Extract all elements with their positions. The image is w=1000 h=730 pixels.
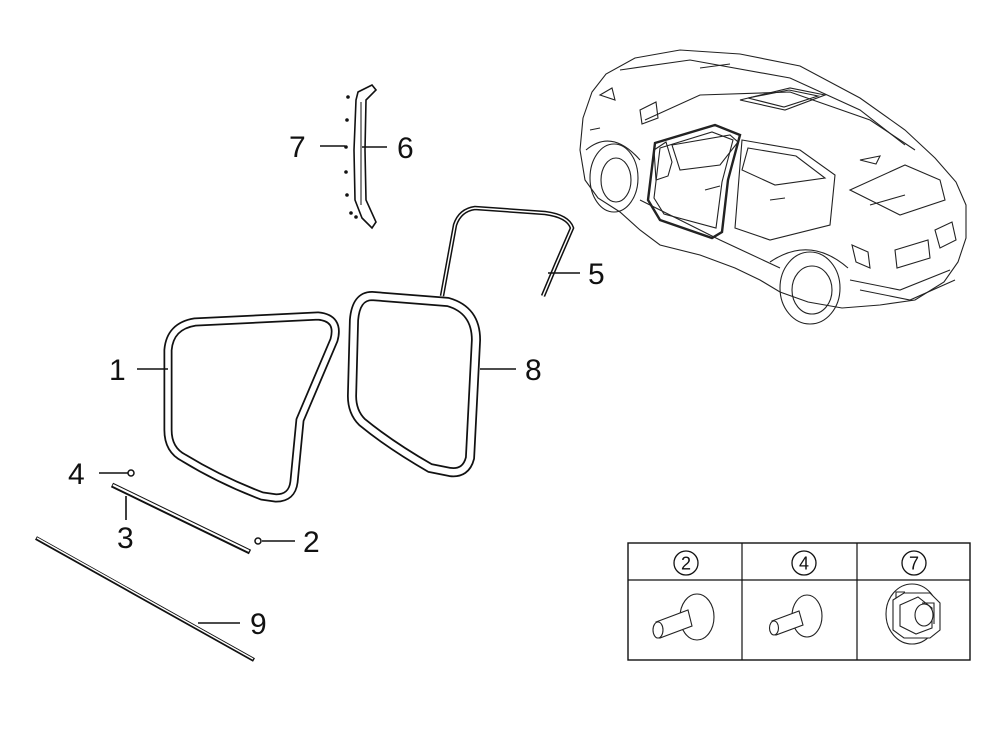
svg-text:2: 2 — [681, 554, 691, 574]
svg-text:4: 4 — [799, 554, 809, 574]
callout-9: 9 — [250, 608, 267, 641]
part-2-clip — [254, 537, 262, 545]
callout-4: 4 — [68, 458, 85, 491]
push-clip-icon — [652, 593, 715, 641]
part-1-door-opening-seal — [163, 311, 340, 503]
legend-cell-3-number: 7 — [901, 550, 927, 576]
callout-7: 7 — [289, 131, 306, 164]
part-8-door-seal — [347, 291, 481, 478]
leader-lines — [99, 145, 580, 624]
callout-2: 2 — [303, 526, 320, 559]
legend-cell-2-number: 4 — [791, 550, 817, 576]
callout-6: 6 — [397, 132, 414, 165]
part-3-belt-molding — [110, 482, 252, 555]
callout-8: 8 — [525, 354, 542, 387]
part-4-clip — [127, 469, 135, 477]
retainer-clip-icon — [885, 583, 941, 645]
callout-labels: 1 2 3 4 5 6 7 8 9 — [68, 131, 605, 641]
part-6-pillar-seal — [344, 83, 378, 230]
legend-cell-1-number: 2 — [673, 550, 699, 576]
push-clip-icon — [768, 594, 823, 638]
callout-5: 5 — [588, 258, 605, 291]
callout-1: 1 — [109, 354, 126, 387]
part-9-sill-strip — [35, 536, 255, 662]
vehicle-illustration — [579, 49, 967, 325]
fastener-legend-table: 2 4 7 — [627, 542, 971, 661]
part-5-glass-run — [439, 205, 575, 297]
svg-text:7: 7 — [909, 554, 919, 574]
callout-3: 3 — [117, 522, 134, 555]
